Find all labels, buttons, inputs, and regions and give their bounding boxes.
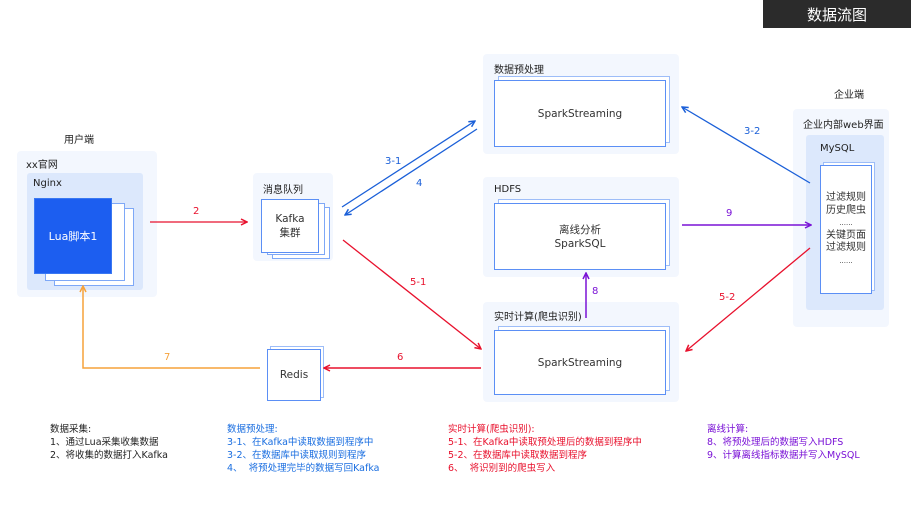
- arrow-3-1-label: 3-1: [385, 156, 402, 167]
- mysql-line: ......: [839, 256, 853, 265]
- notes-collection-item: 1、通过Lua采集收集数据: [50, 437, 159, 448]
- lua-script-label: Lua脚本1: [48, 230, 98, 243]
- arrow-7: [83, 286, 260, 369]
- preprocess-spark-block[interactable]: SparkStreaming: [494, 80, 666, 147]
- notes-preprocess-item: 3-1、在Kafka中读取数据到程序中: [227, 437, 374, 448]
- sparksql-label: SparkSQL: [554, 237, 606, 250]
- notes-preprocess-item: 4、 将预处理完毕的数据写回Kafka: [227, 463, 380, 474]
- arrow-5-2: [686, 247, 811, 351]
- notes-preprocess-title: 数据预处理:: [227, 424, 278, 435]
- notes-realtime-item: 5-1、在Kafka中读取预处理后的数据到程序中: [448, 437, 642, 448]
- preprocess-spark-label: SparkStreaming: [537, 107, 623, 120]
- realtime-spark-label: SparkStreaming: [537, 356, 623, 369]
- user-side-heading: 用户端: [64, 135, 94, 146]
- notes-collection: 数据采集: 1、通过Lua采集收集数据 2、将收集的数据打入Kafka: [50, 423, 168, 462]
- arrow-6-label: 6: [397, 352, 404, 363]
- arrow-3-1: [341, 121, 475, 208]
- diagram-title: 数据流图: [763, 0, 911, 28]
- redis-label: Redis: [279, 369, 309, 381]
- mysql-line: ......: [839, 219, 853, 227]
- offline-analysis-label: 离线分析: [559, 223, 601, 236]
- hdfs-heading: HDFS: [494, 184, 522, 195]
- notes-realtime: 实时计算(爬虫识别): 5-1、在Kafka中读取预处理后的数据到程序中 5-2…: [448, 423, 642, 475]
- kafka-label: Kafka: [275, 213, 305, 225]
- enterprise-heading: 企业端: [834, 90, 864, 101]
- kafka-cluster-label: 集群: [279, 227, 301, 239]
- mysql-line: 过滤规则: [826, 192, 866, 203]
- notes-collection-item: 2、将收集的数据打入Kafka: [50, 450, 168, 461]
- arrow-3-2: [682, 107, 811, 184]
- mysql-line: 关键页面: [826, 229, 866, 241]
- kafka-cluster-block[interactable]: Kafka 集群: [261, 199, 319, 253]
- mysql-db-block[interactable]: 过滤规则 历史爬虫 ...... 关键页面 过滤规则 ......: [820, 165, 872, 294]
- redis-block[interactable]: Redis: [267, 349, 321, 401]
- notes-collection-title: 数据采集:: [50, 424, 92, 435]
- arrow-5-1-label: 5-1: [410, 277, 427, 288]
- notes-preprocess-item: 3-2、在数据库中读取规则到程序: [227, 450, 367, 461]
- arrow-9-label: 9: [726, 208, 733, 219]
- offline-analysis-block[interactable]: 离线分析 SparkSQL: [494, 203, 666, 270]
- arrow-3-2-label: 3-2: [744, 126, 761, 137]
- notes-preprocess: 数据预处理: 3-1、在Kafka中读取数据到程序中 3-2、在数据库中读取规则…: [227, 423, 379, 475]
- nginx-label: Nginx: [33, 178, 62, 189]
- notes-offline: 离线计算: 8、将预处理后的数据写入HDFS 9、计算离线指标数据并写入MySQ…: [707, 423, 860, 462]
- notes-offline-title: 离线计算:: [707, 424, 749, 435]
- arrow-5-2-label: 5-2: [719, 292, 736, 303]
- realtime-heading: 实时计算(爬虫识别): [494, 312, 582, 323]
- realtime-spark-block[interactable]: SparkStreaming: [494, 330, 666, 395]
- arrow-4: [345, 128, 478, 215]
- arrow-8-label: 8: [592, 286, 599, 297]
- mysql-line: 历史爬虫: [826, 204, 866, 216]
- enterprise-web-label: 企业内部web界面: [803, 120, 884, 131]
- preprocess-heading: 数据预处理: [494, 65, 544, 76]
- arrow-5-1: [342, 239, 481, 349]
- notes-realtime-item: 6、 将识别到的爬虫写入: [448, 463, 556, 474]
- message-queue-heading: 消息队列: [263, 185, 303, 196]
- arrow-4-label: 4: [416, 178, 423, 189]
- notes-offline-item: 9、计算离线指标数据并写入MySQL: [707, 450, 860, 461]
- lua-script-block[interactable]: Lua脚本1: [34, 198, 112, 274]
- notes-realtime-item: 5-2、在数据库中读取数据到程序: [448, 450, 588, 461]
- mysql-label: MySQL: [820, 143, 855, 154]
- notes-realtime-title: 实时计算(爬虫识别):: [448, 424, 535, 435]
- mysql-line: 过滤规则: [826, 242, 866, 253]
- arrow-7-label: 7: [164, 352, 171, 363]
- official-site-label: xx官网: [26, 160, 58, 171]
- notes-offline-item: 8、将预处理后的数据写入HDFS: [707, 437, 844, 448]
- arrow-2-label: 2: [193, 206, 200, 217]
